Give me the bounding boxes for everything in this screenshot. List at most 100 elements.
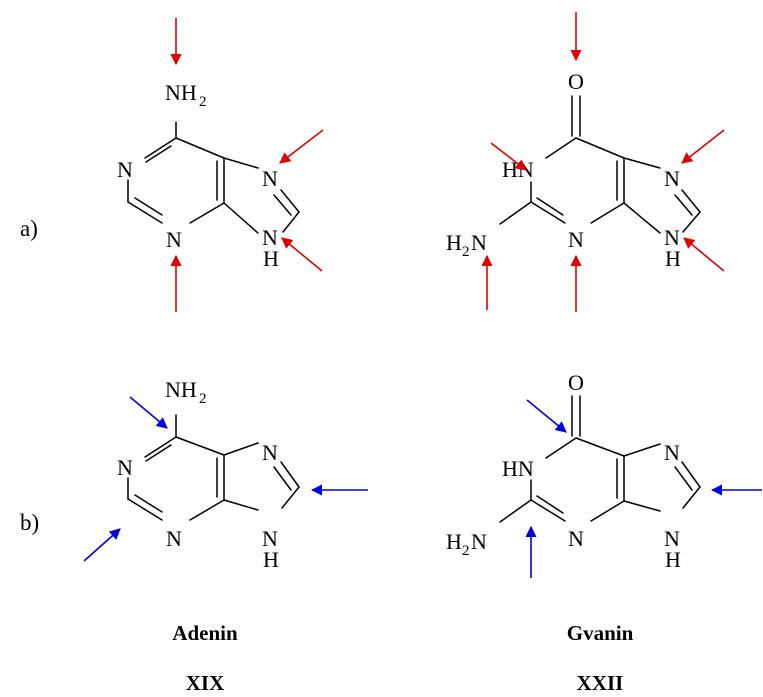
bond-c6-n1-double <box>145 444 172 462</box>
bond-c5-c6 <box>175 436 225 456</box>
atom-n3: N <box>568 227 584 252</box>
bond-c2-nh2 <box>499 201 532 225</box>
atom-n9-h: H <box>665 246 681 271</box>
atom-n7: N <box>664 166 680 191</box>
bond-n7-c8-double <box>674 194 693 216</box>
bond-c2-nh2 <box>499 499 532 523</box>
atom-n1: N <box>117 157 133 182</box>
atom-amino-n: NH <box>165 377 197 402</box>
bond-c2-n3 <box>530 499 566 522</box>
atom-amino-subscript: 2 <box>199 94 207 110</box>
row-label-b: b) <box>20 510 39 535</box>
bond-c5-n7 <box>223 442 259 456</box>
bond-n7-c8-double <box>674 466 693 491</box>
atom-n3: N <box>166 227 182 252</box>
bond-c4-n9 <box>223 202 259 234</box>
bond-c6-n1 <box>144 137 177 159</box>
atom-n1: N <box>117 455 133 480</box>
atom-amino-h: H <box>446 230 462 255</box>
bond-c5-c6 <box>575 437 625 457</box>
compound-name-guanine: Gvanin <box>567 621 634 645</box>
atom-n3: N <box>166 526 182 551</box>
row-label-a: a) <box>20 216 38 241</box>
atom-n9: N <box>664 526 680 551</box>
bond-c2-n3 <box>127 201 163 224</box>
bond-c5-n7 <box>223 157 259 169</box>
atom-amino-subscript: 2 <box>462 543 470 559</box>
bond-c8-n9 <box>281 486 300 509</box>
guanine-blue-arrows <box>525 399 762 578</box>
compound-code-guanine: XXII <box>577 671 624 695</box>
bond-c8-n9 <box>682 211 701 233</box>
bond-n7-c8-double <box>273 194 292 216</box>
atom-n9-h: H <box>263 547 279 572</box>
atom-hn1: HN <box>502 157 534 182</box>
guanine-structure-b: O HN N H 2 N N N H <box>446 370 701 572</box>
bond-c4-n9 <box>623 202 661 234</box>
atom-n7: N <box>262 166 278 191</box>
adenine-red-arrows <box>170 18 324 312</box>
guanine-structure-a: O HN N H 2 N N N H <box>446 69 701 271</box>
compound-code-adenine: XIX <box>186 671 225 695</box>
bonds <box>127 414 300 521</box>
atom-n9-h: H <box>263 246 279 271</box>
atom-amino-subscript: 2 <box>462 244 470 260</box>
red-arrow-n9 <box>683 237 725 272</box>
atom-amino-n: NH <box>165 80 197 105</box>
bond-n7-c8 <box>681 189 701 213</box>
bonds <box>499 395 701 523</box>
bond-c4-n9 <box>223 499 259 511</box>
bonds <box>499 95 701 234</box>
red-arrow-n7 <box>279 129 324 164</box>
bond-c2-n3-double <box>134 197 163 216</box>
red-arrow-n9 <box>281 237 323 272</box>
blue-arrow-c2 <box>83 528 121 562</box>
guanine-red-arrows <box>481 12 725 312</box>
adenine-structure-a: NH 2 N N N N H <box>117 80 300 271</box>
atom-n9: N <box>664 225 680 250</box>
atom-n9: N <box>262 526 278 551</box>
atom-n7: N <box>262 440 278 465</box>
bond-n3-c4 <box>590 500 625 522</box>
adenine-structure-b: NH 2 N N N N H <box>117 377 300 572</box>
bond-c8-n9 <box>282 211 300 233</box>
bond-c2-n3 <box>127 498 163 521</box>
atom-n7: N <box>664 440 680 465</box>
bond-c6-n1 <box>545 437 577 459</box>
compound-name-adenine: Adenin <box>172 621 238 645</box>
atom-oxygen: O <box>568 69 584 94</box>
bond-c2-n3-double <box>536 495 564 514</box>
bond-c2-n3-double <box>536 197 564 216</box>
atom-n3: N <box>568 526 584 551</box>
bond-n3-c4 <box>590 202 625 224</box>
atom-amino-h: H <box>446 529 462 554</box>
bond-c5-c6 <box>175 137 225 159</box>
blue-arrow-c6 <box>526 399 567 433</box>
bond-n7-c8 <box>280 461 300 488</box>
bond-n7-c8-double <box>273 466 292 491</box>
bond-n7-c8 <box>280 189 300 213</box>
bond-c2-n3 <box>530 201 566 224</box>
atom-n9-h: H <box>665 547 681 572</box>
atom-amino-subscript: 2 <box>199 391 207 407</box>
atom-oxygen: O <box>568 370 584 395</box>
red-arrow-n7 <box>681 129 725 164</box>
bond-c6-n1 <box>144 436 177 458</box>
bond-c5-n7 <box>623 443 661 457</box>
bond-c5-c6 <box>575 137 625 159</box>
bond-c2-n3-double <box>134 494 163 513</box>
bond-n7-c8 <box>681 461 701 488</box>
bond-c5-n7 <box>623 157 661 169</box>
bond-c8-n9 <box>682 486 701 509</box>
atom-n9: N <box>262 225 278 250</box>
bond-n3-c4 <box>189 499 225 521</box>
bond-n3-c4 <box>189 202 225 224</box>
bonds <box>127 121 300 234</box>
bond-c4-n9 <box>623 500 661 512</box>
red-arrow-n1 <box>490 142 527 171</box>
adenine-blue-arrows <box>83 396 368 562</box>
atom-amino-n: N <box>471 529 487 554</box>
atom-amino-n: N <box>471 230 487 255</box>
bond-c6-n1-double <box>145 145 172 163</box>
